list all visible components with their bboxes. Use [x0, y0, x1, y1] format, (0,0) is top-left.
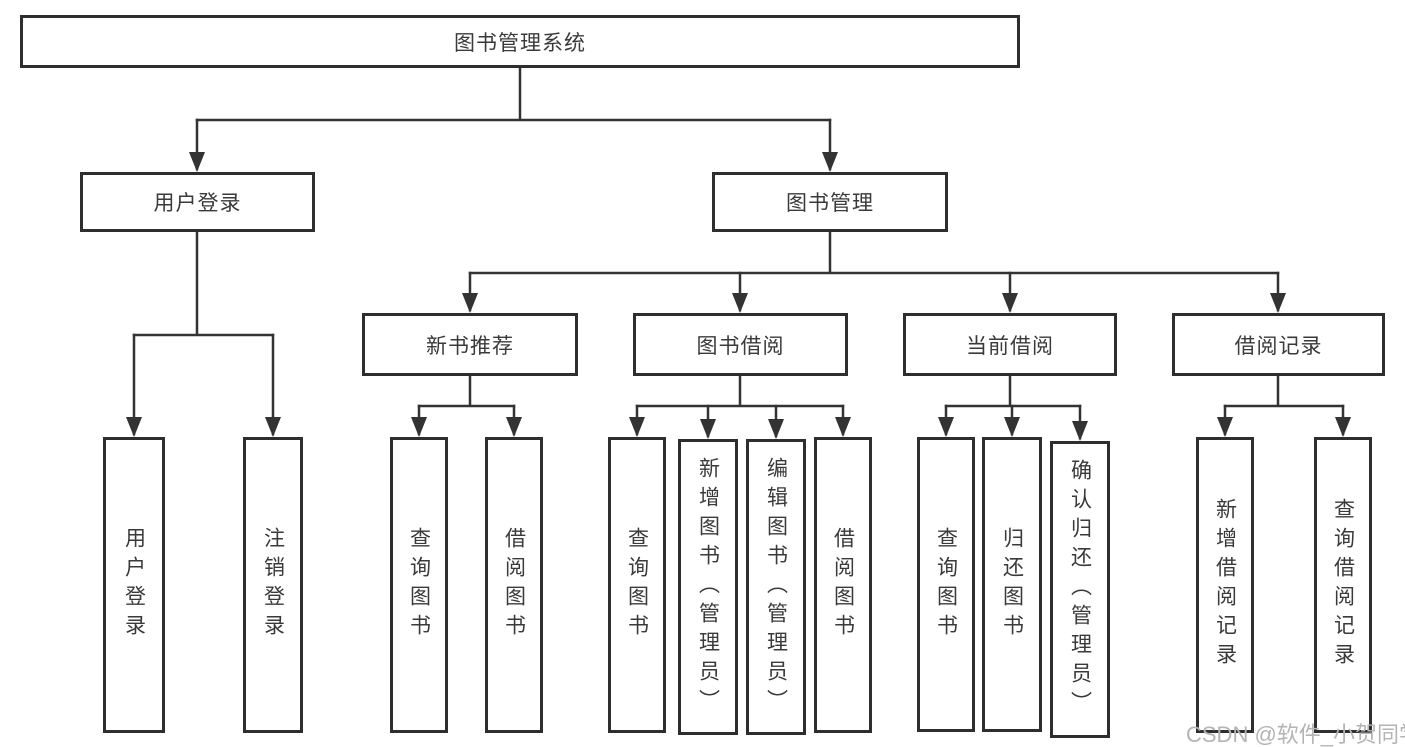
connector-borrow-record-children [1217, 374, 1351, 437]
diagram-leaf-borrow-book-1: 借阅图书 [485, 437, 543, 733]
csdn-watermark: CSDN @软件_小贺同学 [1186, 722, 1405, 747]
diagram-leaf-query-borrow-record: 查询借阅记录 [1314, 437, 1372, 733]
diagram-node-book-borrow: 图书借阅 [633, 313, 848, 376]
connector-user-login-children [126, 230, 281, 437]
diagram-node-new-book-recommend: 新书推荐 [362, 313, 578, 376]
connector-book-mgmt-children [462, 230, 1286, 313]
diagram-leaf-user-login: 用户登录 [103, 437, 165, 733]
node-label: 查询图书 [407, 527, 431, 643]
diagram-leaf-add-book-admin: 新增图书（管理员） [678, 439, 738, 735]
node-label: 图书借阅 [696, 334, 785, 358]
diagram-node-system-root: 图书管理系统 [20, 15, 1020, 68]
node-label: 用户登录 [122, 527, 146, 643]
node-label: 确认归还（管理员） [1068, 459, 1092, 720]
node-label: 用户登录 [153, 192, 242, 215]
diagram-leaf-query-book-3: 查询图书 [917, 437, 975, 732]
diagram-node-borrow-record: 借阅记录 [1172, 313, 1385, 376]
node-label: 编辑图书（管理员） [764, 456, 788, 718]
diagram-node-user-login: 用户登录 [80, 172, 315, 232]
diagram-leaf-borrow-book-2: 借阅图书 [814, 437, 872, 733]
diagram-leaf-confirm-return-admin: 确认归还（管理员） [1050, 441, 1110, 738]
connector-new-book-children [411, 374, 522, 437]
connector-book-borrow-children [629, 374, 851, 439]
node-label: 借阅图书 [831, 527, 855, 643]
diagram-leaf-query-book-2: 查询图书 [608, 437, 666, 733]
node-label: 注销登录 [261, 527, 285, 643]
node-label: 查询图书 [625, 527, 649, 643]
node-label: 当前借阅 [966, 334, 1054, 358]
node-label: 归还图书 [1000, 526, 1024, 643]
diagram-leaf-query-book-1: 查询图书 [390, 437, 448, 733]
node-label: 借阅图书 [502, 527, 526, 643]
diagram-leaf-add-borrow-record: 新增借阅记录 [1196, 437, 1254, 733]
node-label: 新书推荐 [426, 334, 514, 358]
diagram-leaf-logout: 注销登录 [243, 437, 303, 733]
node-label: 图书管理 [786, 192, 874, 215]
diagram-leaf-return-book: 归还图书 [982, 437, 1042, 732]
diagram-node-book-management: 图书管理 [712, 172, 948, 232]
node-label: 查询图书 [934, 526, 958, 643]
node-label: 新增借阅记录 [1213, 498, 1237, 672]
connector-root-to-level2 [189, 66, 838, 172]
node-label: 查询借阅记录 [1331, 498, 1355, 672]
node-label: 借阅记录 [1234, 334, 1323, 358]
node-label: 新增图书（管理员） [696, 456, 720, 718]
connector-current-borrow-children [938, 374, 1088, 441]
diagram-node-current-borrow: 当前借阅 [903, 313, 1117, 376]
diagram-leaf-edit-book-admin: 编辑图书（管理员） [746, 439, 806, 735]
node-label: 图书管理系统 [454, 31, 586, 55]
